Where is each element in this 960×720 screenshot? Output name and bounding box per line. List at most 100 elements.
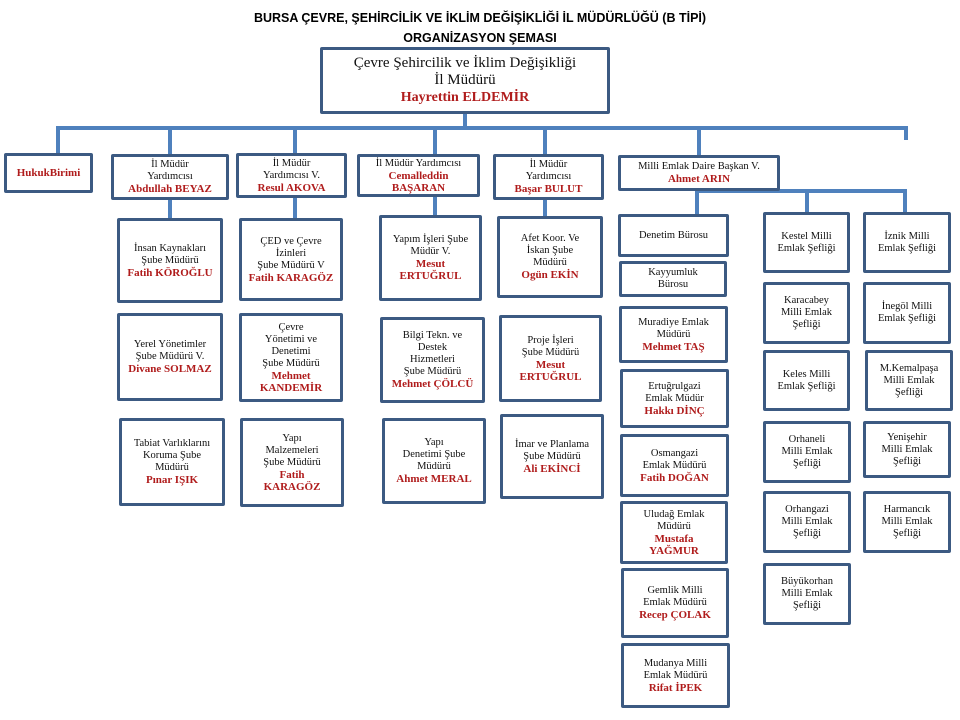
connector [543, 198, 547, 217]
org-box-col-emlak-left: Denetim Bürosu [618, 214, 729, 257]
box-person: Hayrettin ELDEMİR [400, 90, 530, 105]
connector [293, 197, 297, 219]
box-title: M.Kemalpaşa Milli Emlak Şefliği [879, 362, 939, 398]
box-person: Ahmet MERAL [396, 473, 472, 485]
org-box-col-basaran: Bilgi Tekn. ve Destek Hizmetleri Şube Mü… [380, 317, 485, 403]
box-title: Afet Koor. Ve İskan Şube Müdürü [520, 233, 580, 268]
box-person: Mehmet ÇÖLCÜ [391, 378, 474, 390]
org-box-col-emlak-mid: Kestel Milli Emlak Şefliği [763, 212, 850, 273]
box-title: Muradiye Emlak Müdürü [638, 316, 709, 340]
box-person: HukukBirimi [16, 167, 81, 179]
box-title: İnsan Kaynakları Şube Müdürü [133, 242, 206, 266]
box-title: Milli Emlak Daire Başkan V. [638, 161, 760, 172]
connector [433, 126, 437, 154]
org-box-col-emlak-mid: Keles Milli Emlak Şefliği [763, 350, 850, 411]
connector [904, 126, 908, 140]
box-person: Abdullah BEYAZ [128, 183, 212, 195]
box-person: Ogün EKİN [521, 269, 579, 281]
box-person: Ahmet ARIN [667, 173, 731, 185]
org-box-col-emlak-mid: Orhaneli Milli Emlak Şefliği [763, 421, 851, 483]
box-title: İnegöl Milli Emlak Şefliği [877, 301, 937, 324]
box-person: Fatih KARAGÖZ [248, 271, 334, 284]
box-title: İl Müdür Yardımcısı [147, 159, 193, 182]
connector [56, 126, 908, 130]
box-title: Çevre Yönetimi ve Denetimi Şube Müdürü [262, 321, 320, 369]
box-title: Orhaneli Milli Emlak Şefliği [781, 434, 833, 469]
connector [168, 198, 172, 219]
box-title: ÇED ve Çevre İzinleri Şube Müdürü V [257, 235, 325, 271]
box-title: Bilgi Tekn. ve Destek Hizmetleri Şube Mü… [402, 330, 463, 377]
connector [56, 126, 60, 154]
box-person: Mehmet KANDEMİR [259, 369, 323, 394]
org-box-col-emlak-right: Yenişehir Milli Emlak Şefliği [863, 421, 951, 478]
box-person: Fatih DOĞAN [640, 471, 709, 484]
connector [463, 113, 467, 129]
org-box-col-basaran: Yapım İşleri Şube Müdür V.Mesut ERTUĞRUL [379, 215, 482, 301]
box-title: Orhangazi Milli Emlak Şefliği [781, 504, 833, 539]
box-person: Resul AKOVA [257, 181, 326, 194]
box-title: Yapı Malzemeleri Şube Müdürü [263, 432, 321, 468]
connector [903, 189, 907, 213]
box-person: Divane SOLMAZ [128, 363, 212, 375]
connector [695, 189, 699, 215]
box-title: Osmangazi Emlak Müdürü [642, 447, 707, 471]
box-person: Mustafa YAĞMUR [649, 532, 699, 557]
box-title: Proje İşleri Şube Müdürü [521, 334, 580, 358]
box-person: Recep ÇOLAK [639, 609, 711, 621]
connector [805, 189, 809, 213]
org-box-col-emlak-right: M.Kemalpaşa Milli Emlak Şefliği [865, 350, 953, 411]
box-person: Başar BULUT [514, 183, 583, 195]
box-title: Ertuğrulgazi Emlak Müdür [645, 380, 704, 404]
box-title: Çevre Şehircilik ve İklim Değişikliği İl… [353, 55, 577, 88]
box-person: Mehmet TAŞ [642, 340, 705, 353]
org-box-col-emlak-right: İnegöl Milli Emlak Şefliği [863, 282, 951, 344]
org-box-col-beyaz: Yerel Yönetimler Şube Müdürü V.Divane SO… [117, 313, 223, 401]
org-box-level1: HukukBirimi [4, 153, 93, 193]
box-title: Yerel Yönetimler Şube Müdürü V. [133, 339, 207, 362]
box-title: Tabiat Varlıklarını Koruma Şube Müdürü [133, 438, 211, 473]
box-title: Mudanya Milli Emlak Müdürü [643, 657, 708, 681]
box-person: Ali EKİNCİ [523, 462, 581, 475]
connector [543, 126, 547, 154]
box-title: İl Müdür Yardımcısı [525, 159, 572, 182]
box-title: Karacabey Milli Emlak Şefliği [780, 295, 833, 330]
il-muduru-box: Çevre Şehircilik ve İklim Değişikliği İl… [320, 47, 610, 114]
box-title: Keles Milli Emlak Şefliği [777, 368, 836, 392]
box-person: Mesut ERTUĞRUL [399, 258, 462, 282]
org-box-col-emlak-mid: Karacabey Milli Emlak Şefliği [763, 282, 850, 344]
box-person: Cemalleddin BAŞARAN [388, 169, 449, 194]
connector [168, 126, 172, 154]
org-box-col-emlak-mid: Orhangazi Milli Emlak Şefliği [763, 491, 851, 553]
chart-title: BURSA ÇEVRE, ŞEHİRCİLİK VE İKLİM DEĞİŞİK… [253, 11, 707, 25]
chart-subtitle: ORGANİZASYON ŞEMASI [403, 31, 557, 45]
connector [433, 195, 437, 216]
box-person: Fatih KÖROĞLU [127, 266, 213, 279]
connector [293, 126, 297, 154]
box-title: İl Müdür Yardımcısı [375, 157, 462, 169]
box-person: Fatih KARAGÖZ [263, 468, 321, 493]
box-title: Harmancık Milli Emlak Şefliği [881, 504, 933, 539]
org-box-col-emlak-right: Harmancık Milli Emlak Şefliği [863, 491, 951, 553]
org-box-level1: Milli Emlak Daire Başkan V.Ahmet ARIN [618, 155, 780, 191]
box-title: Yenişehir Milli Emlak Şefliği [881, 431, 933, 467]
box-title: Büyükorhan Milli Emlak Şefliği [781, 576, 833, 611]
box-title: Kayyumluk Bürosu [648, 267, 698, 290]
box-title: Yapı Denetimi Şube Müdürü [402, 437, 466, 472]
box-title: İmar ve Planlama Şube Müdürü [514, 438, 590, 462]
box-title: Yapım İşleri Şube Müdür V. [392, 234, 469, 257]
box-title: Gemlik Milli Emlak Müdürü [643, 585, 707, 608]
org-box-col-emlak-left: Kayyumluk Bürosu [619, 261, 727, 297]
